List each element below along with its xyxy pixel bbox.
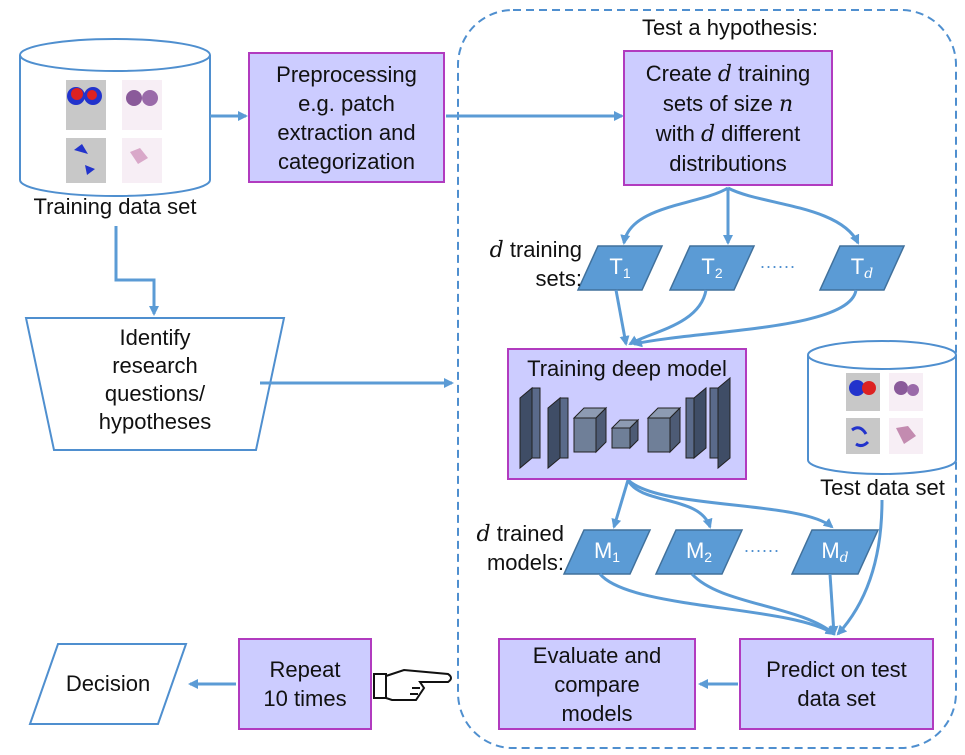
td-label: Td	[850, 254, 874, 282]
m1-shape	[562, 529, 652, 575]
identify-text: Identify research questions/ hypotheses	[98, 325, 212, 434]
arrow-create-to-td	[727, 186, 860, 245]
arrow-testdb-to-predict	[836, 499, 884, 636]
t2-label: T2	[701, 254, 723, 281]
evaluate-line1: Evaluate and	[532, 642, 662, 668]
hypothesis-title: Test a hypothesis:	[641, 15, 819, 40]
training-data-label: Training data set	[33, 194, 197, 219]
md-shape	[790, 529, 880, 575]
predict-line2: data set	[797, 686, 876, 711]
preprocess-line3: extraction and	[277, 119, 416, 145]
test-database-icon	[807, 340, 957, 475]
test-data-label: Test data set	[820, 475, 945, 500]
evaluate-line3: models	[561, 700, 633, 726]
md-label: Md	[821, 538, 849, 566]
arrow-model-to-md	[626, 478, 834, 529]
m1-label: M1	[593, 538, 621, 565]
preprocess-box: Preprocessing e.g. patch extraction and …	[248, 52, 445, 183]
preprocess-line1: Preprocessing	[276, 61, 417, 87]
decision-parallelogram	[28, 643, 188, 725]
m-dots: ......	[744, 536, 781, 556]
predict-line1: Predict on test	[766, 657, 907, 682]
arrow-t1-to-model	[614, 289, 630, 346]
arrow-create-to-t1	[620, 186, 729, 245]
arrow-md-to-predict	[828, 573, 839, 636]
create-box: Create d training sets of size n with d …	[623, 50, 833, 186]
arrow-m2-to-predict	[690, 572, 836, 636]
training-database-icon	[19, 38, 211, 197]
training-sets-label: d training sets:	[489, 237, 582, 291]
create-line4: distributions	[669, 150, 787, 176]
arrow-db-to-identify	[114, 226, 159, 316]
deep-model-title: Training deep model	[527, 356, 727, 381]
repeat-line1: Repeat	[269, 657, 341, 682]
decision-label: Decision	[65, 671, 151, 696]
arrow-model-to-m1	[611, 479, 630, 529]
create-line2: sets of size n	[662, 90, 794, 117]
create-line1: Create d training	[645, 60, 811, 87]
m2-label: M2	[685, 538, 713, 565]
arrow-model-to-m2	[626, 479, 713, 529]
pointing-hand-icon	[373, 668, 452, 701]
network-layers-icon	[519, 376, 731, 470]
td-shape	[818, 245, 906, 291]
t2-shape	[668, 245, 756, 291]
identify-trapezoid	[24, 317, 286, 451]
evaluate-line2: compare	[554, 671, 640, 697]
predict-box: Predict on test data set	[739, 638, 934, 730]
preprocess-line2: e.g. patch	[298, 90, 395, 116]
repeat-box: Repeat 10 times	[238, 638, 372, 730]
arrow-m1-to-predict	[598, 572, 836, 636]
evaluate-box: Evaluate and compare models	[498, 638, 696, 730]
m2-shape	[654, 529, 744, 575]
t-dots: ......	[760, 252, 797, 272]
trained-models-label: d trained models:	[476, 521, 564, 575]
create-line3: with d different	[655, 120, 801, 147]
arrow-td-to-model	[632, 289, 858, 348]
t1-label: T1	[609, 254, 631, 281]
preprocess-line4: categorization	[278, 148, 415, 174]
hypothesis-region	[457, 9, 957, 749]
repeat-line2: 10 times	[263, 686, 347, 711]
t1-shape	[576, 245, 664, 291]
